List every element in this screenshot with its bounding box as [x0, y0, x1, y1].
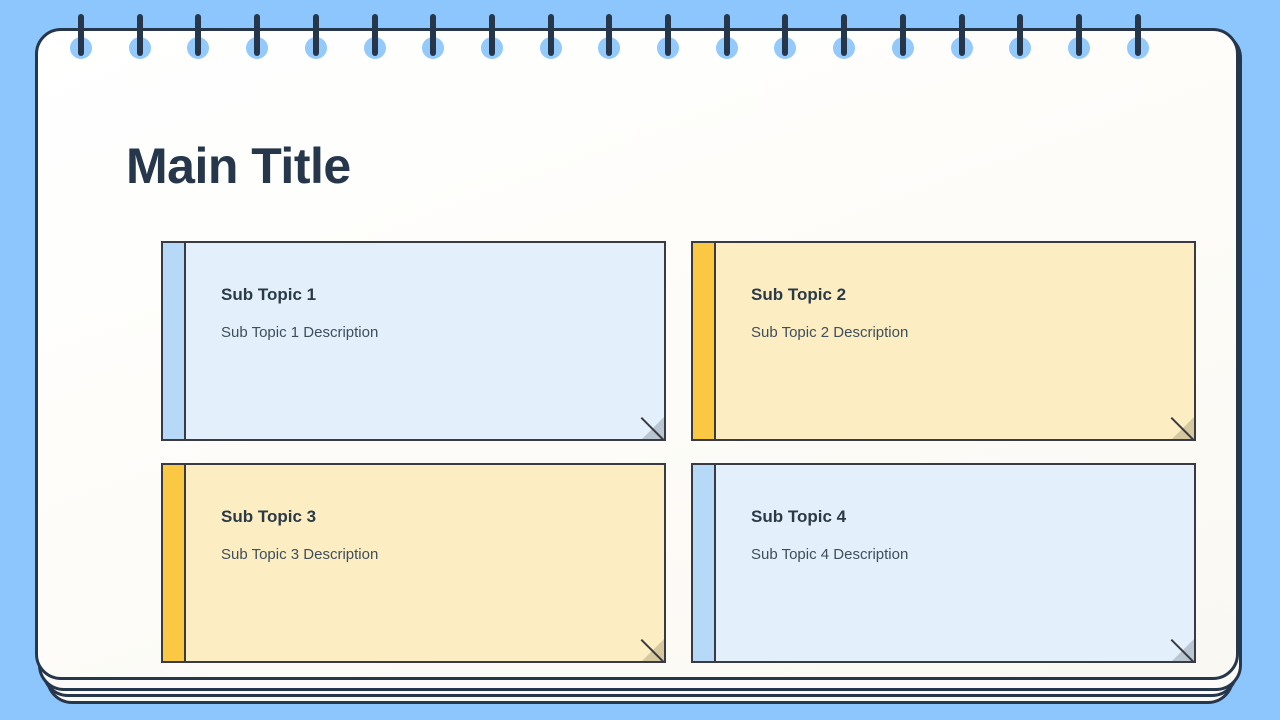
- folded-corner-icon: [640, 639, 664, 661]
- sub-topic-card-2[interactable]: Sub Topic 2 Sub Topic 2 Description: [691, 241, 1196, 441]
- sub-topic-card-3[interactable]: Sub Topic 3 Sub Topic 3 Description: [161, 463, 666, 663]
- card-accent-bar: [693, 465, 716, 661]
- card-accent-bar: [163, 243, 186, 439]
- card-title: Sub Topic 4: [751, 507, 847, 526]
- card-accent-bar: [163, 465, 186, 661]
- card-body: Sub Topic 2 Sub Topic 2 Description: [716, 243, 1194, 439]
- folded-corner-icon: [1170, 417, 1194, 439]
- sub-topic-card-grid: Sub Topic 1 Sub Topic 1 Description Sub …: [161, 241, 1196, 663]
- card-accent-bar: [693, 243, 716, 439]
- folded-corner-icon: [1170, 639, 1194, 661]
- card-title: Sub Topic 2: [751, 285, 847, 304]
- card-body: Sub Topic 4 Sub Topic 4 Description: [716, 465, 1194, 661]
- card-title: Sub Topic 1: [221, 285, 317, 304]
- sub-topic-card-4[interactable]: Sub Topic 4 Sub Topic 4 Description: [691, 463, 1196, 663]
- card-description: Sub Topic 3 Description: [221, 546, 379, 564]
- card-description: Sub Topic 1 Description: [221, 324, 379, 342]
- notebook-page: Main Title Sub Topic 1 Sub Topic 1 Descr…: [35, 28, 1239, 680]
- card-body: Sub Topic 3 Sub Topic 3 Description: [186, 465, 664, 661]
- folded-corner-icon: [640, 417, 664, 439]
- card-description: Sub Topic 4 Description: [751, 546, 909, 564]
- card-body: Sub Topic 1 Sub Topic 1 Description: [186, 243, 664, 439]
- page-title: Main Title: [126, 138, 351, 194]
- sub-topic-card-1[interactable]: Sub Topic 1 Sub Topic 1 Description: [161, 241, 666, 441]
- card-description: Sub Topic 2 Description: [751, 324, 909, 342]
- card-title: Sub Topic 3: [221, 507, 317, 526]
